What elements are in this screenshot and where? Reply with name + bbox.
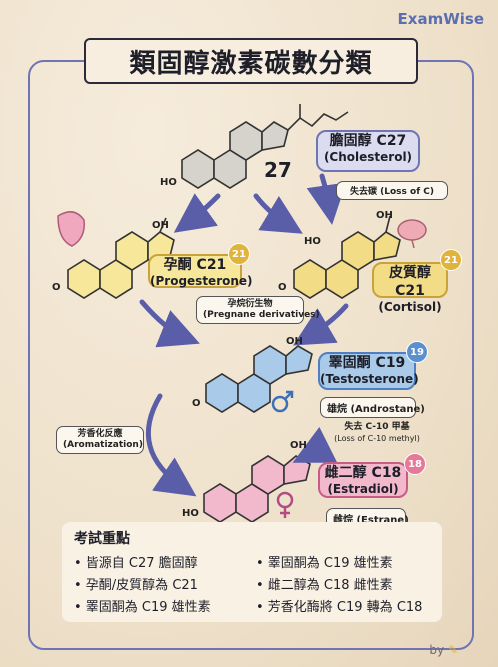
arrow-cortisol-to-testosterone	[293, 303, 349, 346]
loss-of-c-pill: 失去碳 (Loss of C)	[336, 181, 448, 200]
testosterone-english: (Testosterone)	[320, 372, 419, 386]
progesterone-o-label: O	[52, 282, 61, 293]
progesterone-name: 孕酮 C21	[163, 257, 227, 273]
summary-box	[62, 522, 442, 622]
aromatization-english: (Aromatization)	[63, 440, 143, 450]
testosterone-o-label: O	[192, 398, 201, 409]
progesterone-card: 孕酮 C21 (Progesterone)	[148, 254, 253, 288]
brain-icon	[397, 219, 427, 249]
progesterone-structure	[67, 217, 175, 299]
cholesterol-name: 膽固醇 C27	[329, 133, 407, 149]
cortisol-name: 皮質醇 C21	[389, 265, 431, 299]
cortisol-ho-label: HO	[304, 236, 321, 247]
progesterone-english: (Progesterone)	[150, 274, 253, 288]
brand-logo: ExamWise	[397, 10, 484, 28]
summary-title: 考試重點	[74, 531, 130, 547]
cholesterol-structure	[181, 104, 349, 189]
testosterone-oh-label: OH	[286, 336, 303, 347]
uterus-icon	[57, 211, 85, 247]
byline: by ✎	[429, 643, 458, 657]
arrow-aromatization	[145, 393, 197, 497]
estradiol-structure	[203, 455, 311, 523]
pregnane-name: 孕烷衍生物	[227, 299, 273, 309]
arrow-to-cortisol	[253, 193, 303, 234]
cortisol-english: (Cortisol)	[378, 300, 442, 314]
pregnane-pill: 孕烷衍生物 (Pregnane derivatives)	[196, 296, 320, 324]
summary-item: • 皆源自 C27 膽固醇	[74, 556, 198, 571]
estradiol-name: 雌二醇 C18	[324, 465, 402, 481]
arrow-loss-of-c	[306, 173, 347, 225]
carbon-count-label: 27	[264, 158, 292, 182]
estradiol-ho-label: HO	[182, 508, 199, 519]
cortisol-badge: 21	[440, 249, 462, 271]
page-title: 類固醇激素碳數分類	[84, 38, 418, 84]
cortisol-o-label: O	[278, 282, 287, 293]
summary-item: • 睪固酮為 C19 雄性素	[256, 556, 393, 571]
cholesterol-english: (Cholesterol)	[323, 150, 413, 164]
estradiol-oh-label: OH	[290, 440, 307, 451]
aromatization-name: 芳香化反應	[77, 429, 123, 439]
testosterone-name: 睪固酮 C19	[328, 355, 406, 371]
loss-c10-name: 失去 C-10 甲基	[344, 422, 410, 432]
arrow-progesterone-to-testosterone	[139, 299, 200, 348]
estradiol-english: (Estradiol)	[327, 482, 399, 496]
summary-item: • 睪固酮為 C19 雄性素	[74, 600, 211, 615]
estradiol-card: 雌二醇 C18 (Estradiol)	[318, 462, 408, 498]
loss-c10-label: 失去 C-10 甲基 (Loss of C-10 methyl)	[322, 422, 432, 444]
byline-text: by	[429, 643, 445, 657]
female-symbol	[276, 491, 294, 518]
arrow-loss-c10	[292, 426, 338, 463]
male-symbol	[271, 390, 294, 413]
cortisol-oh-label: OH	[376, 210, 393, 221]
cholesterol-card: 膽固醇 C27 (Cholesterol)	[316, 130, 420, 172]
testosterone-structure	[205, 345, 313, 413]
arrow-to-progesterone	[173, 193, 221, 233]
cortisol-card: 皮質醇 C21 (Cortisol)	[372, 262, 448, 314]
testosterone-card: 睪固酮 C19 (Testosterone)	[318, 352, 419, 390]
summary-item: • 雌二醇為 C18 雌性素	[256, 578, 393, 593]
summary-item: • 芳香化酶將 C19 轉為 C18	[256, 600, 423, 615]
loss-c10-english: (Loss of C-10 methyl)	[334, 434, 420, 443]
progesterone-oh-label: OH	[152, 220, 169, 231]
progesterone-badge: 21	[228, 243, 250, 265]
cholesterol-ho-label: HO	[160, 177, 177, 188]
aromatization-pill: 芳香化反應 (Aromatization)	[56, 426, 144, 454]
author-icon: ✎	[447, 643, 458, 657]
pregnane-english: (Pregnane derivatives)	[203, 310, 320, 320]
estradiol-badge: 18	[404, 453, 426, 475]
androstane-pill: 雄烷 (Androstane)	[320, 397, 425, 418]
summary-item: • 孕酮/皮質醇為 C21	[74, 578, 198, 593]
cortisol-structure	[293, 215, 401, 299]
testosterone-badge: 19	[406, 341, 428, 363]
